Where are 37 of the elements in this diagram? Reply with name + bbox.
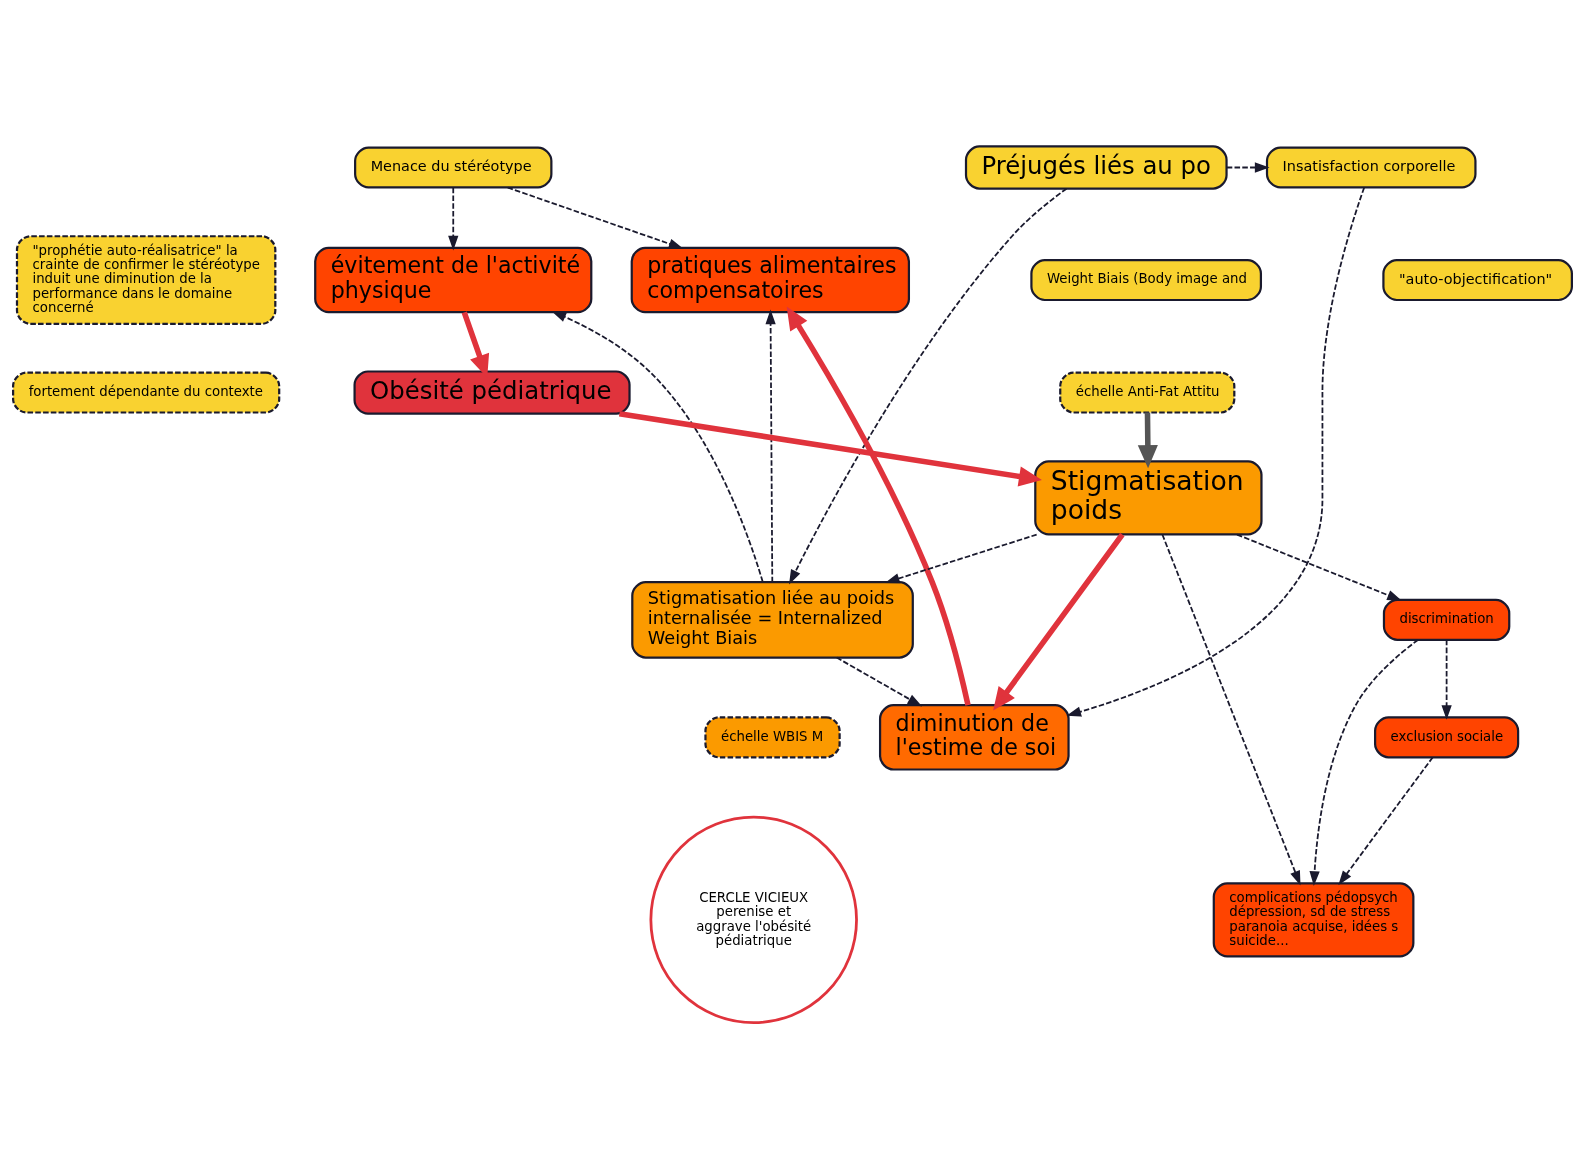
arrow xyxy=(993,532,1125,711)
arrow xyxy=(835,656,923,706)
arrow xyxy=(1309,638,1419,886)
node-box: exclusion sociale xyxy=(1374,715,1520,758)
arrow xyxy=(506,186,684,249)
node-box: échelle WBIS M xyxy=(704,715,841,758)
node-box: "auto-objectification" xyxy=(1382,258,1573,301)
node-box: complications pédopsych dépression, sd de stress paranoia acquise, idées s suicide... xyxy=(1212,881,1415,958)
node-box: évitement de l'activité physique xyxy=(314,246,593,313)
node-box: Stigmatisation poids xyxy=(1034,459,1263,536)
arrow xyxy=(1137,412,1158,468)
node-box: Stigmatisation liée au poids internalisée = Internalized Weight Biais xyxy=(631,580,914,659)
arrow xyxy=(1225,161,1270,173)
arrow xyxy=(884,533,1038,583)
node-box: Weight Biais (Body image and xyxy=(1030,258,1262,301)
node-box: Insatisfaction corporelle xyxy=(1265,145,1477,189)
node-box: Menace du stéréotype xyxy=(354,145,553,189)
arrow xyxy=(448,186,459,250)
node-box: Obésité pédiatrique xyxy=(353,369,631,415)
node-box: Préjugés liés au po xyxy=(964,144,1228,190)
arrow xyxy=(789,187,1068,584)
node-box: discrimination xyxy=(1382,598,1511,641)
arrow xyxy=(1066,186,1365,717)
node-box: pratiques alimentaires compensatoires xyxy=(630,246,910,313)
arrow xyxy=(618,410,1042,486)
arrow xyxy=(1338,756,1434,885)
node-box: fortement dépendante du contexte xyxy=(12,371,281,414)
arrow xyxy=(1441,638,1452,720)
node-box: diminution de l'estime de soi xyxy=(878,703,1070,771)
arrow xyxy=(551,310,764,583)
node-box: "prophétie auto-réalisatrice" la crainte de confirmer le stéréotype induit une diminution de la performance dans le domaine concerné xyxy=(15,234,277,325)
arrow xyxy=(765,309,776,583)
arrow xyxy=(1161,533,1301,886)
arrow xyxy=(1236,533,1402,601)
node-box: échelle Anti-Fat Attitu xyxy=(1059,371,1236,414)
node-circle: CERCLE VICIEUX perenise et aggrave l'obésité pédiatrique xyxy=(649,815,858,1024)
arrow xyxy=(786,306,971,706)
